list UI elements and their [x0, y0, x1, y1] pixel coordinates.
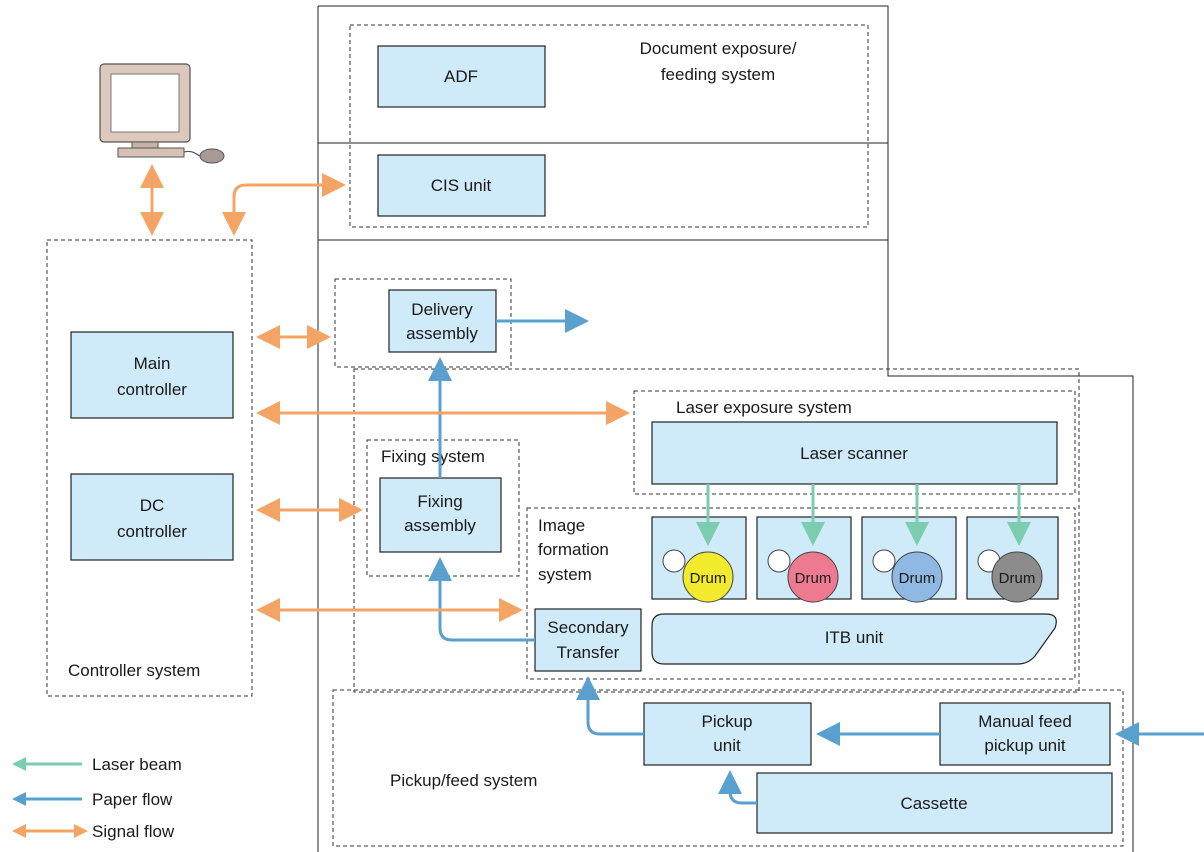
- laser-scanner-label: Laser scanner: [800, 444, 908, 463]
- main-controller-label-2: controller: [117, 380, 187, 399]
- itb-label: ITB unit: [825, 628, 884, 647]
- document-system-region: [349, 24, 869, 228]
- cassette: [756, 772, 1113, 834]
- legend-laser-label: Laser beam: [92, 755, 182, 774]
- legend-signal-label: Signal flow: [92, 822, 175, 841]
- secondary-transfer: [534, 608, 642, 672]
- adf-label: ADF: [444, 67, 478, 86]
- secondary-transfer-label-1: Secondary: [547, 618, 629, 637]
- drum-label-black: Drum: [999, 570, 1036, 587]
- pickup-system-label: Pickup/feed system: [390, 771, 537, 790]
- delivery-label-1: Delivery: [411, 300, 473, 319]
- fixing-assembly-label-1: Fixing: [417, 492, 462, 511]
- main-controller: [70, 331, 234, 419]
- controller-system-label: Controller system: [68, 661, 200, 680]
- roller-magenta: [767, 549, 791, 573]
- secondary-transfer-label-2: Transfer: [557, 643, 620, 662]
- laser-scanner: [651, 421, 1058, 485]
- pickup-unit-label-2: unit: [713, 736, 741, 755]
- delivery-label-2: assembly: [406, 324, 478, 343]
- main-controller-label-1: Main: [134, 354, 171, 373]
- pickup-system-region: [332, 689, 1124, 847]
- drum-cyan: [891, 551, 943, 603]
- fixing-system-label: Fixing system: [381, 447, 485, 466]
- dc-controller-label-2: controller: [117, 522, 187, 541]
- roller-cyan: [872, 549, 896, 573]
- manual-feed-label-2: pickup unit: [984, 736, 1066, 755]
- cis-unit: [377, 154, 546, 217]
- roller-yellow: [662, 549, 686, 573]
- cassette-label: Cassette: [900, 794, 967, 813]
- controller-system-region: [46, 239, 253, 697]
- signal-flow-arrows: [140, 164, 630, 622]
- legend-signal-arrowhead-left: [12, 824, 26, 838]
- dc-controller-label-1: DC: [140, 496, 165, 515]
- laser-beams: [696, 484, 1031, 546]
- image-system-label-1: Image: [538, 516, 585, 535]
- document-system-label-line1: Document exposure/: [640, 39, 797, 58]
- pickup-unit-label-1: Pickup: [701, 712, 752, 731]
- manual-feed-label-1: Manual feed: [978, 712, 1072, 731]
- drum-label-cyan: Drum: [899, 570, 936, 587]
- pickup-unit: [643, 702, 812, 766]
- fixing-assembly: [379, 477, 502, 553]
- itb-unit: [651, 613, 1057, 665]
- legend-laser-arrowhead: [12, 757, 26, 771]
- laser-system-region: [633, 390, 1076, 495]
- delivery-region: [334, 278, 512, 368]
- legend-paper-arrowhead: [12, 792, 26, 806]
- delivery-assembly: [388, 289, 497, 353]
- image-system-region: [526, 507, 1076, 680]
- drum-label-yellow: Drum: [690, 570, 727, 587]
- computer-icon: [99, 63, 225, 164]
- engine-region: [353, 368, 1080, 693]
- machine-outline: [317, 5, 1134, 852]
- image-system-label-3: system: [538, 565, 592, 584]
- drum-label-magenta: Drum: [795, 570, 832, 587]
- adf-unit: [377, 45, 546, 108]
- legend: Laser beam Paper flow Signal flow: [12, 755, 182, 841]
- legend-paper-label: Paper flow: [92, 790, 173, 809]
- fixing-assembly-label-2: assembly: [404, 516, 476, 535]
- cis-label: CIS unit: [431, 176, 492, 195]
- manual-feed-pickup-unit: [939, 702, 1111, 766]
- drum-yellow: [682, 551, 734, 603]
- laser-system-label: Laser exposure system: [676, 398, 852, 417]
- image-system-label-2: formation: [538, 540, 609, 559]
- drum-magenta: [787, 551, 839, 603]
- drum-black: [991, 551, 1043, 603]
- legend-signal-arrowhead-right: [74, 824, 88, 838]
- document-system-label-line2: feeding system: [661, 65, 775, 84]
- drum-cells: Drum Drum Drum Drum: [651, 516, 1059, 603]
- dc-controller: [70, 473, 234, 561]
